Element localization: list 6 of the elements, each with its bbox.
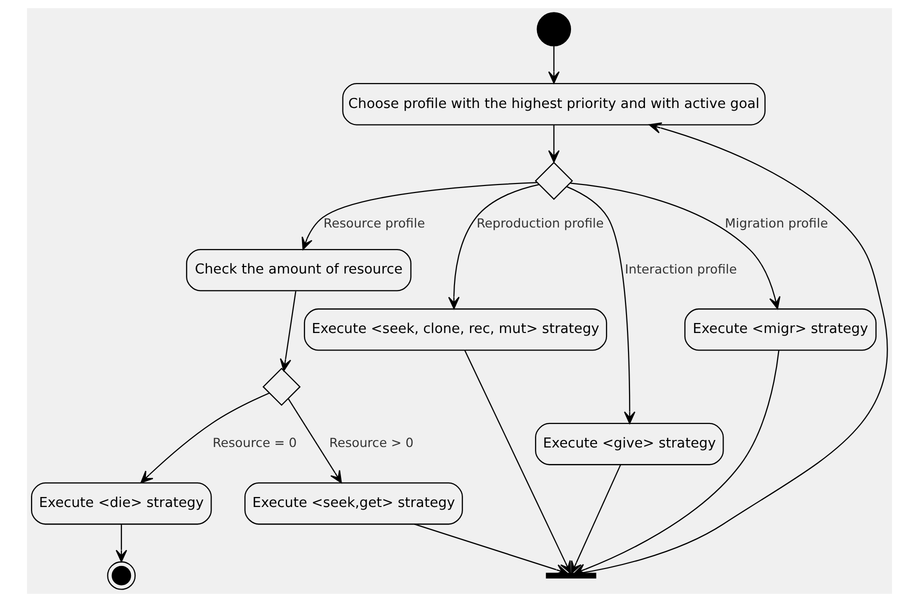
edge-label: Resource profile	[323, 216, 424, 231]
edge-label: Reproduction profile	[476, 216, 604, 231]
edge-label: Migration profile	[724, 216, 828, 231]
edge-label: Resource = 0	[212, 435, 296, 450]
edge-label: Resource > 0	[328, 435, 414, 450]
edge-label: Interaction profile	[624, 261, 736, 276]
